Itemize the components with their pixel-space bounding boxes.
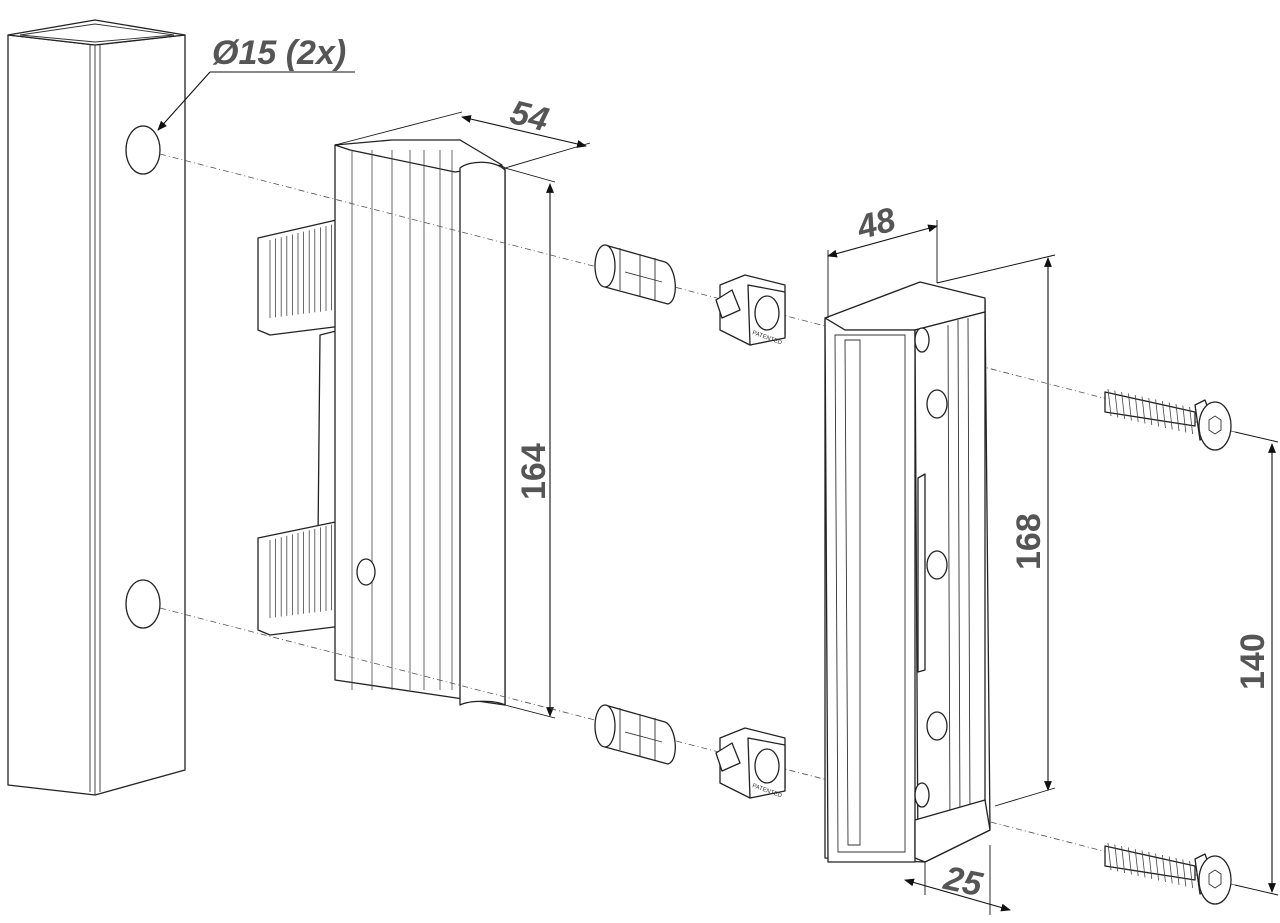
lock-hole-bottom: [914, 782, 930, 808]
lock-width-dimension: 25: [904, 845, 1011, 915]
keeper-hole: [356, 558, 376, 586]
assembly-axes: [159, 153, 1236, 886]
insert-bottom: PATENTED: [715, 727, 786, 800]
lock-height-dimension: 168: [936, 254, 1056, 807]
lock-hole-2: [926, 550, 948, 580]
lock-depth-label: 48: [852, 201, 899, 248]
lock-hole-top: [914, 327, 930, 353]
keeper-height-dimension: 164: [504, 167, 556, 719]
hole-diameter-callout: Ø15 (2x): [157, 34, 355, 131]
insert-top: PATENTED: [715, 274, 786, 347]
screw-spacing-label: 140: [1234, 633, 1272, 690]
lock-body: [824, 281, 991, 863]
square-post: [7, 19, 186, 796]
post-hole-top: [125, 125, 161, 175]
lock-height-label: 168: [1010, 513, 1048, 570]
keeper-tab-top: [257, 217, 351, 336]
hole-diameter-label: Ø15 (2x): [212, 34, 346, 72]
keeper-height-label: 164: [515, 443, 553, 500]
keeper-depth-dimension: 54: [334, 93, 591, 169]
screw-spacing-dimension: 140: [1234, 431, 1279, 896]
lock-width-label: 25: [940, 859, 987, 904]
sleeve-top: [594, 244, 676, 305]
lock-hole-1: [926, 389, 948, 419]
screw-bottom: [1104, 842, 1232, 905]
keeper-depth-label: 54: [506, 93, 552, 139]
lock-hole-3: [926, 711, 948, 741]
keeper-body: [257, 139, 506, 706]
sleeve-bottom: [594, 704, 676, 765]
screw-top: [1104, 388, 1232, 451]
post-hole-bottom: [125, 579, 161, 629]
